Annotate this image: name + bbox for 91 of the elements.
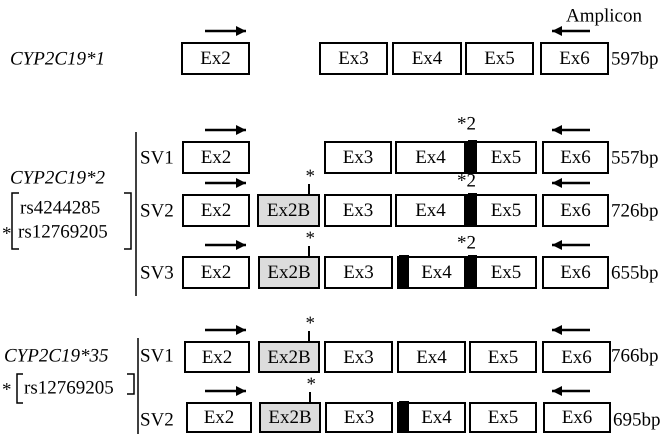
exon-box <box>543 402 611 433</box>
exon-label: Ex3 <box>343 348 374 366</box>
exon-label: Ex3 <box>344 408 374 427</box>
exon-label: Ex2B <box>266 201 310 220</box>
text-label: 557bp <box>611 148 658 168</box>
exon-label: Ex6 <box>560 201 591 220</box>
exon-label: Ex2 <box>202 348 232 366</box>
marker-label: * <box>306 314 315 333</box>
text-label: SV1 <box>140 346 174 366</box>
exon-box <box>319 42 388 75</box>
text-label: SV1 <box>140 148 174 168</box>
text-label: CYP2C19*1 <box>10 50 106 68</box>
exon-label: Ex2 <box>200 49 231 68</box>
text-label: 766bp <box>611 346 658 366</box>
exon-box <box>182 141 250 174</box>
exon-label: Ex5 <box>488 408 518 427</box>
text-label: Amplicon <box>566 6 642 26</box>
exon-label: Ex5 <box>490 263 522 282</box>
exon-box <box>395 194 466 227</box>
exon-box <box>325 402 393 433</box>
exon-label: Ex3 <box>343 263 374 282</box>
exon-box <box>466 194 537 227</box>
exon-box <box>397 341 466 373</box>
exon-label: Ex6 <box>562 408 592 427</box>
exon-label: Ex2 <box>200 263 232 282</box>
text-label: 695bp <box>613 410 660 430</box>
exon-label: Ex6 <box>560 263 591 282</box>
exon-box <box>181 42 250 75</box>
marker-label: * <box>306 167 315 186</box>
exon-label: Ex2 <box>204 408 234 427</box>
exon-box <box>395 141 466 174</box>
exon-label: Ex5 <box>490 201 522 220</box>
exon-label: Ex4 <box>415 201 446 220</box>
exon-label: Ex2 <box>200 201 232 220</box>
exon-label: Ex6 <box>560 148 591 167</box>
marker-label: *2 <box>457 172 476 190</box>
exon-box <box>324 194 392 227</box>
text-label: SV2 <box>140 410 174 430</box>
exon-box <box>542 256 609 289</box>
exon-box <box>540 42 609 75</box>
exon-box <box>542 141 609 174</box>
exon-box <box>466 256 537 289</box>
exon-label: Ex2B <box>268 408 312 427</box>
exon-label: Ex4 <box>412 49 442 68</box>
text-label: 597bp <box>611 50 658 68</box>
exon-box <box>469 341 537 373</box>
exon-label: Ex5 <box>490 148 522 167</box>
text-label: CYP2C19*2 <box>10 168 106 188</box>
text-label: rs4244285 <box>20 198 100 218</box>
marker-label: * <box>2 380 12 400</box>
exon-label: Ex3 <box>342 201 374 220</box>
text-label: CYP2C19*35 <box>4 346 109 366</box>
exon-label: Ex6 <box>559 49 590 68</box>
text-label: rs12769205 <box>24 378 114 398</box>
exon-label: Ex4 <box>415 148 446 167</box>
exon-label: Ex5 <box>488 348 518 366</box>
exon-label: Ex4 <box>416 348 447 366</box>
text-label: rs12769205 <box>18 222 108 242</box>
exon-box <box>324 341 393 373</box>
text-label: 655bp <box>611 264 658 282</box>
exon-box <box>182 256 250 289</box>
exon-box <box>542 194 609 227</box>
exon-box <box>542 341 611 373</box>
exon-box <box>186 402 252 433</box>
exon-label: Ex2B <box>267 348 311 366</box>
marker-label: * <box>306 229 315 248</box>
exon-label: Ex2 <box>200 148 232 167</box>
marker-label: * <box>306 375 316 394</box>
exon-label: Ex4 <box>420 408 452 427</box>
marker-label: * <box>2 224 12 244</box>
exon-label: Ex5 <box>484 49 515 68</box>
exon-label: Ex3 <box>338 49 369 68</box>
exon-label: Ex3 <box>342 148 374 167</box>
marker-label: *2 <box>457 234 476 252</box>
exon-label: Ex6 <box>561 348 592 366</box>
marker-label: *2 <box>457 114 476 134</box>
text-label: 726bp <box>611 202 658 220</box>
exon-box <box>466 141 537 174</box>
exon-box <box>392 42 462 75</box>
text-label: SV3 <box>140 264 174 282</box>
exon-box <box>324 256 393 289</box>
exon-label: Ex4 <box>420 263 452 282</box>
exon-box <box>324 141 392 174</box>
exon-label: Ex2B <box>267 263 311 282</box>
text-label: SV2 <box>140 202 174 220</box>
exon-box <box>397 402 466 433</box>
exon-box <box>465 42 534 75</box>
exon-box <box>184 341 250 373</box>
exon-box <box>397 256 466 289</box>
exon-box <box>182 194 250 227</box>
exon-box <box>469 402 537 433</box>
